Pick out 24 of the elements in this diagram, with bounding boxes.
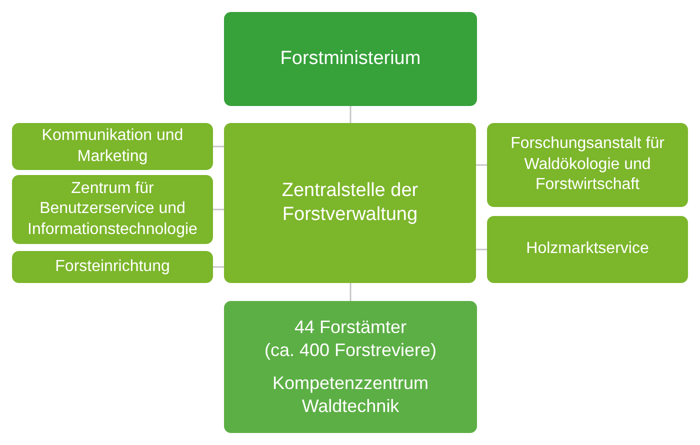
box-label: Forstministerium xyxy=(280,46,421,71)
org-box xyxy=(12,123,213,170)
box-label: 44 Forstämter (ca. 400 Forstreviere) xyxy=(264,316,437,362)
box-label: Kompetenzzentrum Waldtechnik xyxy=(271,372,430,418)
connector-line xyxy=(213,208,224,210)
connector-line xyxy=(350,106,352,123)
org-box xyxy=(487,123,688,207)
connector-line xyxy=(476,248,487,250)
org-box xyxy=(487,216,688,283)
connector-line xyxy=(476,164,487,166)
connector-line xyxy=(350,283,352,301)
box-label: Forschungsanstalt für Waldökologie und Forstwirtschaft xyxy=(510,134,666,196)
box-label: Zentralstelle der Forstverwaltung xyxy=(280,178,420,227)
org-box xyxy=(224,12,477,106)
box-label: Kommunikation und Marketing xyxy=(40,126,184,166)
org-box xyxy=(12,251,213,283)
box-label: Holzmarktservice xyxy=(526,239,649,260)
org-box xyxy=(224,123,476,283)
connector-line xyxy=(213,266,224,268)
org-box xyxy=(224,301,477,433)
box-label: Zentrum für Benutzerservice und Informationstechnologie xyxy=(26,178,198,240)
box-label: Forsteinrichtung xyxy=(55,256,170,277)
org-box xyxy=(12,175,213,244)
connector-line xyxy=(213,146,224,148)
